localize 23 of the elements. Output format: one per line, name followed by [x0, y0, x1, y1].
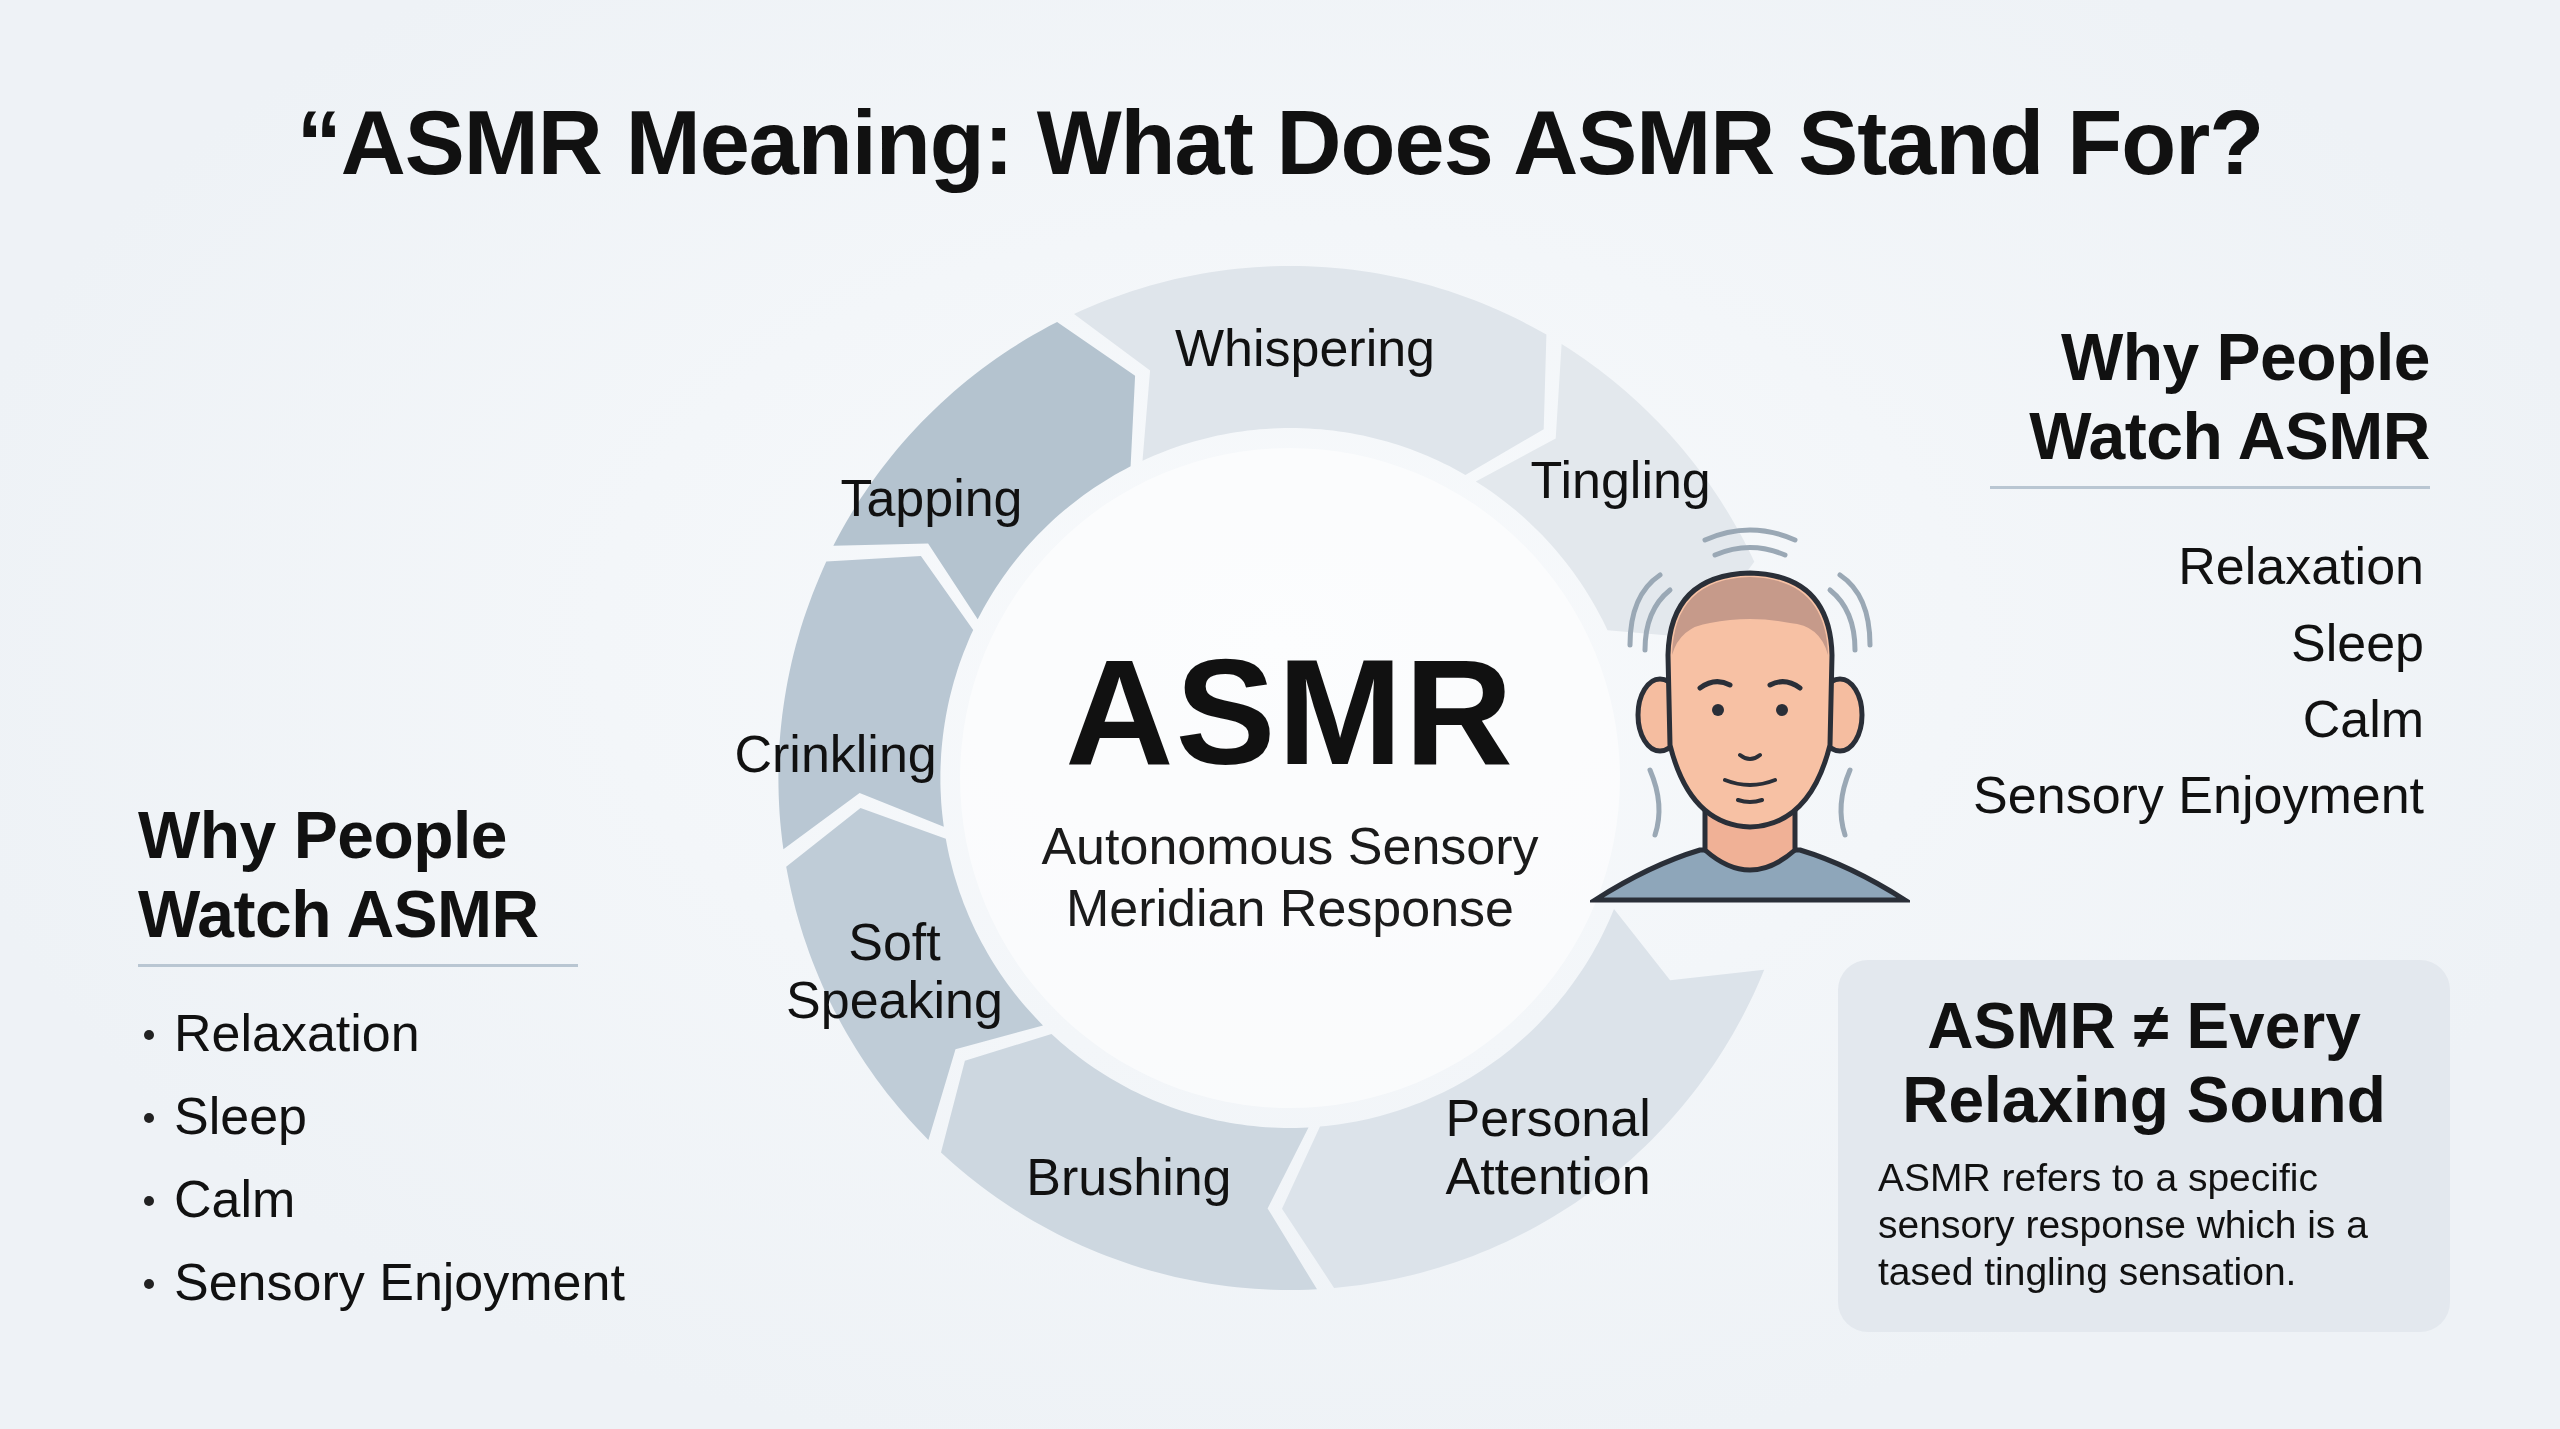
- card-heading: ASMR ≠ Every Relaxing Sound: [1901, 990, 2387, 1138]
- ring-arrow-segment: [940, 1033, 1317, 1290]
- list-item: Calm: [2302, 689, 2424, 750]
- list-item: Calm: [174, 1169, 296, 1230]
- section-heading: Why People Watch ASMR: [138, 796, 578, 968]
- segment-label: Soft Speaking: [785, 912, 1004, 1030]
- acronym-text: ASMR: [1065, 636, 1515, 787]
- list-item: Relaxation: [174, 1003, 420, 1064]
- list-item: Relaxation: [2178, 536, 2424, 597]
- list-item: Sensory Enjoyment: [1973, 765, 2424, 826]
- segment-label: Whispering: [1174, 319, 1436, 378]
- segment-label: Crinkling: [734, 725, 937, 784]
- section-heading: Why People Watch ASMR: [1990, 318, 2430, 490]
- list-item: Sensory Enjoyment: [174, 1252, 625, 1313]
- segment-label: Tapping: [840, 468, 1023, 527]
- list-item: Sleep: [174, 1086, 307, 1147]
- segment-label: Brushing: [1026, 1147, 1232, 1206]
- list-item: Sleep: [2291, 613, 2424, 674]
- title: “ASMR Meaning: What Does ASMR Stand For?: [296, 92, 2264, 195]
- acronym-expansion: Autonomous Sensory Meridian Response: [1040, 815, 1540, 939]
- segment-label: Tingling: [1530, 451, 1711, 510]
- card-body-text: ASMR refers to a specific sensory response which is a tased tingling sensation.: [1878, 1155, 2369, 1295]
- segment-label: Personal Attention: [1444, 1088, 1652, 1205]
